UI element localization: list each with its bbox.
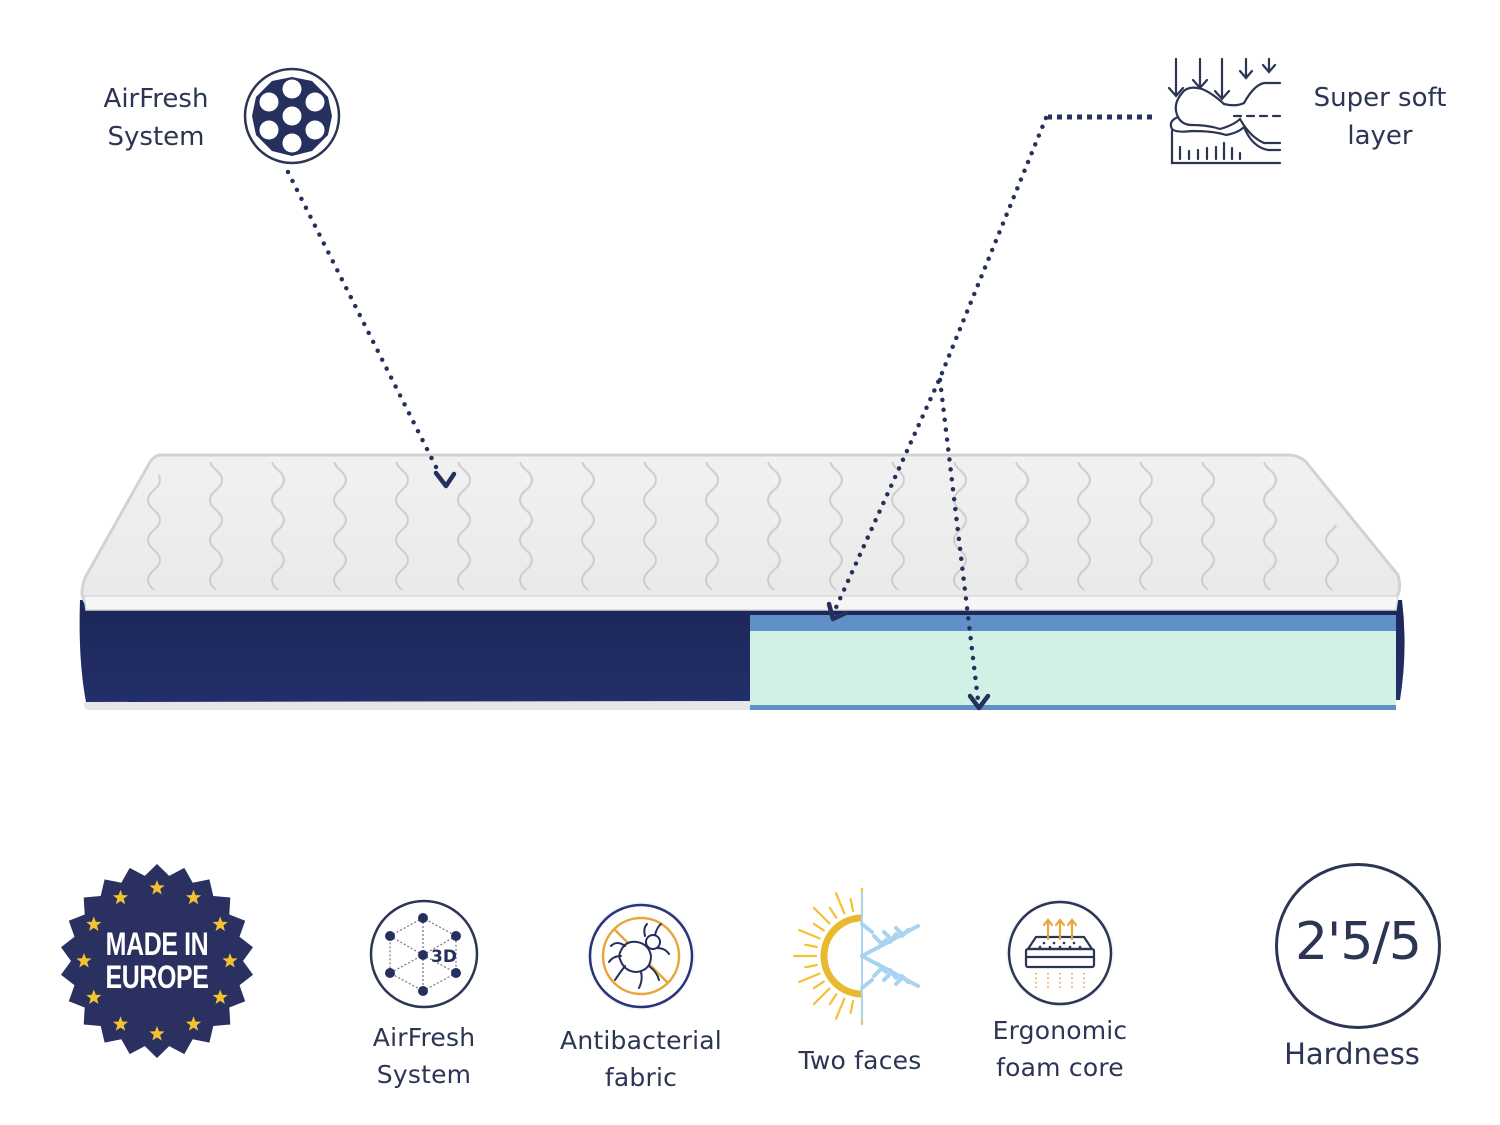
sun-ray — [828, 993, 838, 1006]
svg-text:3D: 3D — [431, 947, 457, 967]
sun-ray — [834, 892, 846, 915]
sun-ray — [804, 943, 818, 949]
cross-section-soft-layer — [750, 615, 1396, 631]
super-soft-callout-line2: layer — [1347, 121, 1413, 151]
super-soft-callout-line1: Super soft — [1313, 83, 1447, 113]
eu-star-icon — [112, 1016, 129, 1031]
eu-stars-ring — [76, 880, 238, 1041]
sun-ray — [849, 999, 855, 1015]
sun-ray — [798, 928, 821, 940]
hardness-value: 2'5/5 — [1294, 912, 1422, 972]
badge-line1: MADE IN — [105, 926, 209, 962]
antibacterial-bug-icon — [585, 900, 697, 1012]
sun-ray — [812, 987, 831, 1006]
feature-ergonomic-foam-line1: Ergonomic — [992, 1016, 1128, 1045]
feature-airfresh-line1: AirFresh — [372, 1023, 476, 1052]
mattress-illustration — [79, 114, 1405, 711]
airfresh-pointer-line — [285, 169, 443, 478]
eu-star-icon — [212, 989, 228, 1004]
airfresh-callout-line2: System — [107, 122, 205, 152]
foam-core-pointer-line — [937, 377, 981, 703]
eu-star-icon — [222, 953, 238, 968]
eu-star-icon — [185, 1016, 202, 1031]
sun-ray — [804, 963, 818, 969]
eu-star-icon — [149, 1026, 165, 1041]
pressure-layer-icon — [1164, 55, 1282, 170]
hardness-circle: 2'5/5 — [1275, 863, 1441, 1029]
feature-two-faces-label: Two faces — [780, 1042, 940, 1079]
sun-snowflake-icon — [792, 888, 928, 1026]
eu-star-icon — [76, 953, 92, 968]
sun-ray — [828, 906, 838, 919]
soft-layer-pointer-arrowhead — [826, 601, 849, 622]
badge-scalloped-seal — [61, 864, 253, 1058]
soft-layer-pointer-line — [831, 115, 1049, 615]
hardness-indicator: 2'5/5 Hardness — [1273, 863, 1443, 1071]
cross-section-bottom-layer — [750, 705, 1396, 710]
eu-star-icon — [86, 916, 102, 931]
feature-antibacterial-line1: Antibacterial — [560, 1026, 722, 1055]
sun-ray — [812, 922, 825, 932]
airflow-holes-icon — [242, 67, 344, 167]
feature-ergonomic-foam-line2: foam core — [996, 1053, 1124, 1082]
sun-ray — [834, 997, 846, 1020]
sun-ray — [798, 972, 821, 984]
eu-star-icon — [185, 889, 202, 905]
eu-star-icon — [86, 989, 102, 1004]
cross-section-foam-core — [750, 631, 1396, 705]
feature-airfresh: 3D AirFresh System — [354, 898, 494, 1093]
eu-star-icon — [149, 880, 165, 895]
3d-airflow-icon: 3D — [368, 898, 480, 1010]
feature-ergonomic-foam-label: Ergonomic foam core — [980, 1012, 1140, 1086]
hardness-label: Hardness — [1284, 1037, 1420, 1071]
feature-two-faces-line1: Two faces — [798, 1046, 922, 1075]
airfresh-callout-line1: AirFresh — [103, 84, 209, 114]
feature-two-faces: Two faces — [780, 888, 940, 1079]
super-soft-callout-label: Super soft layer — [1300, 79, 1460, 155]
airfresh-callout-label: AirFresh System — [92, 80, 220, 156]
feature-airfresh-line2: System — [376, 1060, 472, 1089]
foam-core-icon — [1004, 897, 1116, 1009]
feature-airfresh-label: AirFresh System — [354, 1019, 494, 1093]
eu-star-icon — [212, 916, 228, 931]
airfresh-pointer-arrowhead — [433, 470, 457, 489]
feature-ergonomic-foam: Ergonomic foam core — [980, 897, 1140, 1086]
quilting-pattern — [92, 462, 1390, 590]
feature-antibacterial-line2: fabric — [604, 1063, 678, 1092]
foam-core-pointer-arrowhead — [967, 693, 991, 711]
feature-antibacterial: Antibacterial fabric — [556, 900, 726, 1096]
sun-ray — [812, 906, 831, 925]
made-in-europe-badge: MADE IN EUROPE — [58, 862, 256, 1060]
mattress-top-edge — [83, 595, 1399, 611]
feature-antibacterial-label: Antibacterial fabric — [556, 1022, 726, 1096]
sun-ray — [849, 898, 855, 912]
eu-star-icon — [112, 889, 129, 905]
sun-ray — [812, 980, 825, 990]
badge-line2: EUROPE — [105, 959, 209, 995]
